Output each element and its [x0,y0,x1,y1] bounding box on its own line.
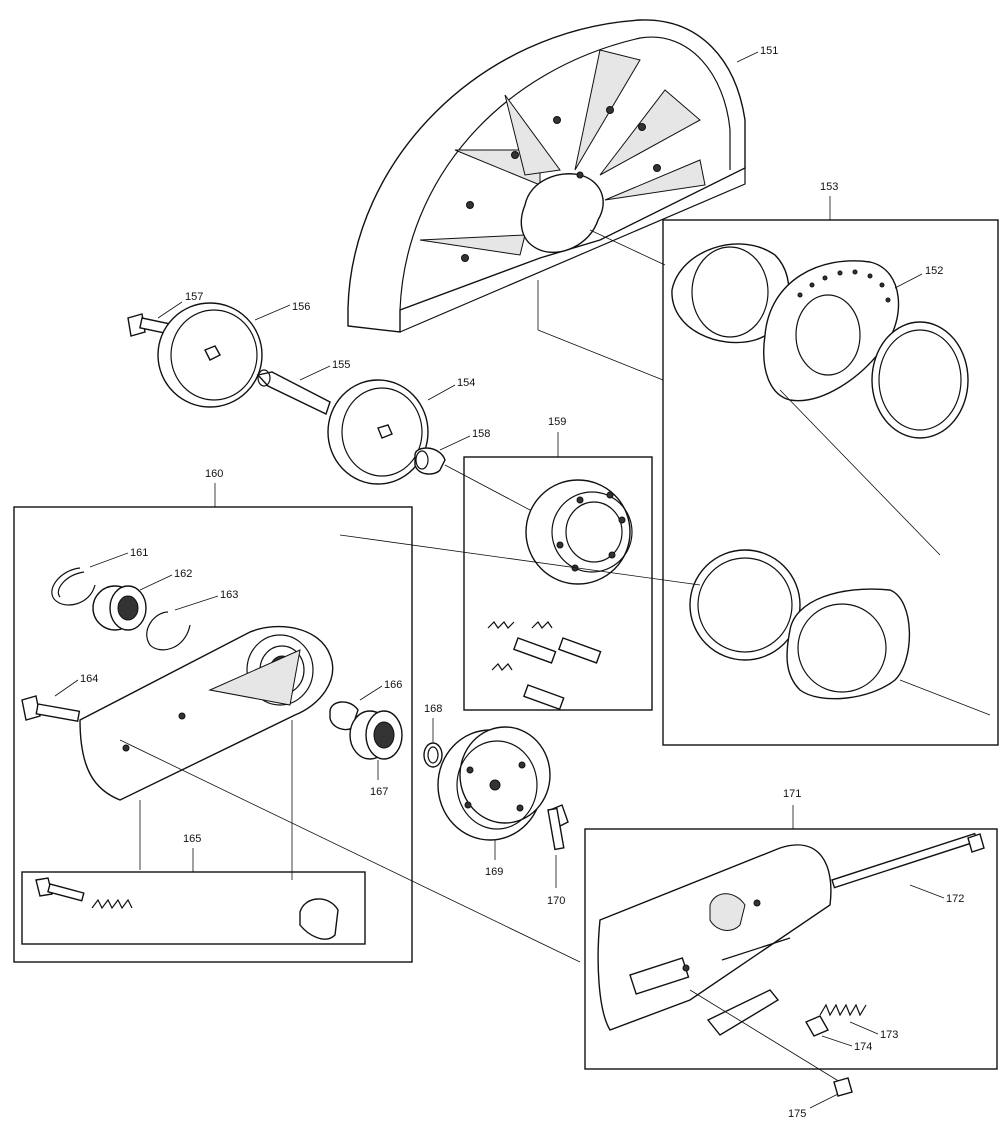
part-167-bearing[interactable] [349,710,403,760]
part-153-o-ring-upper[interactable] [871,321,969,439]
part-160-belt-arm[interactable] [79,625,334,801]
callout-160: 160 [205,468,223,480]
part-162-bearing[interactable] [92,585,147,631]
callout-168: 168 [424,703,442,715]
callout-167: 167 [370,786,388,798]
part-165-adjust-bolt[interactable] [35,877,85,902]
part-170-bolt[interactable] [547,804,569,851]
part-153-seal-ring-upper[interactable] [671,243,790,344]
part-171-plate[interactable] [706,989,780,1036]
kit-160-frame [13,506,413,963]
part-163-circlip[interactable] [146,611,191,651]
part-159-springs-pins[interactable] [487,621,602,711]
part-169-pulley[interactable] [437,726,551,841]
callout-162: 162 [174,568,192,580]
kit-165-frame [21,871,366,945]
callout-172: 172 [946,893,964,905]
callout-165: 165 [183,833,201,845]
callout-153: 153 [820,181,838,193]
callout-170: 170 [547,895,565,907]
part-168-washer[interactable] [423,742,443,768]
callout-158: 158 [472,428,490,440]
part-153-seal-ring-lower[interactable] [786,588,911,700]
callout-163: 163 [220,589,238,601]
callout-173: 173 [880,1029,898,1041]
part-165-knob[interactable] [299,898,339,940]
callout-161: 161 [130,547,148,559]
part-152-plate[interactable] [763,260,900,402]
callout-166: 166 [384,679,402,691]
part-173-spring[interactable] [819,1003,867,1017]
part-159-bearing-housing[interactable] [525,479,633,585]
part-153-o-ring-lower[interactable] [689,549,801,661]
part-154-inner-flange[interactable] [327,379,429,485]
part-155-spindle[interactable] [256,369,331,415]
callout-171: 171 [783,788,801,800]
part-158-collar[interactable] [414,447,446,475]
callout-169: 169 [485,866,503,878]
callout-155: 155 [332,359,350,371]
part-165-spring[interactable] [91,898,133,910]
part-157-bolt[interactable] [127,313,171,337]
part-156-outer-flange[interactable] [157,302,263,408]
callout-174: 174 [854,1041,872,1053]
callout-152: 152 [925,265,943,277]
kit-171-frame [584,828,998,1070]
part-151-wheel-guard[interactable] [347,19,746,333]
callout-151: 151 [760,45,778,57]
callout-159: 159 [548,416,566,428]
callout-164: 164 [80,673,98,685]
part-161-circlip[interactable] [51,567,96,606]
part-164-bolt[interactable] [21,695,81,722]
part-175-nut[interactable] [833,1077,853,1097]
part-174-nut[interactable] [805,1015,829,1037]
part-171-belt-cover[interactable] [597,844,832,1031]
callout-157: 157 [185,291,203,303]
callout-175: 175 [788,1108,806,1120]
callout-154: 154 [457,377,475,389]
part-172-long-bolt[interactable] [831,832,985,889]
kit-153-frame [662,219,999,746]
callout-156: 156 [292,301,310,313]
